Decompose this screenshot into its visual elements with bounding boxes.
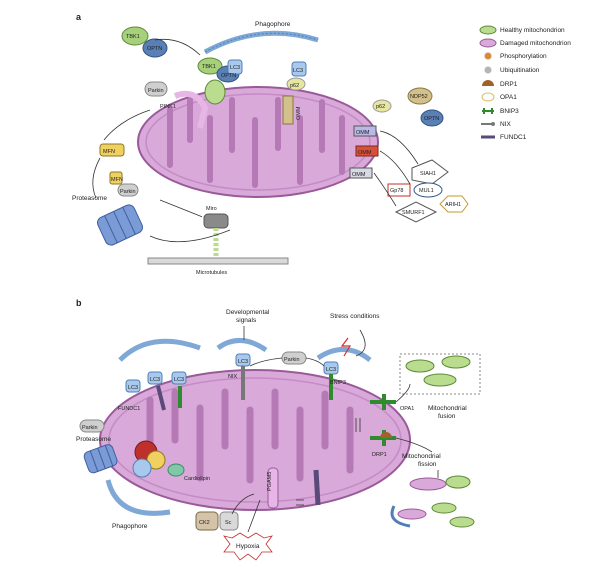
parkin-label-b1: Parkin xyxy=(284,357,300,363)
drp1-label: DRP1 xyxy=(372,452,387,458)
dev-signals-label-2: signals xyxy=(236,317,257,324)
omm-label-a3: OMM xyxy=(358,150,372,156)
phagophores-b xyxy=(105,338,372,516)
mitochondrion-b xyxy=(99,369,411,511)
right-adaptors xyxy=(372,87,444,127)
optn-label-a3: OPTN xyxy=(424,116,439,122)
lc3-label-a2: LC3 xyxy=(293,68,303,74)
parkin-label-a2: Parkin xyxy=(120,189,136,195)
legend-healthy: Healthy mitochondrion xyxy=(500,27,565,34)
cardiolipin-label: Cardiolipin xyxy=(184,476,210,482)
hypoxia-burst xyxy=(223,532,273,561)
tbk1-optn-lc3-complex xyxy=(197,57,243,83)
lc3-nix-bnip3 xyxy=(235,351,339,400)
legend-fundc1: FUNDC1 xyxy=(500,134,527,141)
optn-label-a1: OPTN xyxy=(147,46,162,52)
p62-label-a2: p62 xyxy=(376,104,385,110)
opa1-drp1 xyxy=(355,394,396,446)
omm-label-a1: OMM xyxy=(296,106,302,120)
lc3-label-a1: LC3 xyxy=(230,65,240,71)
tbk1-label-a2: TBK1 xyxy=(202,64,216,70)
lc3-p62-omm xyxy=(282,61,307,125)
hypoxia-label: Hypoxia xyxy=(236,543,260,550)
fission-label-2: fission xyxy=(418,461,437,468)
src-label: Sc xyxy=(225,520,232,526)
ck2-label: CK2 xyxy=(199,520,210,526)
bnip3-label: BNIP3 xyxy=(330,380,346,386)
opa1-label: OPA1 xyxy=(400,406,414,412)
ck2-src-pgam5 xyxy=(195,467,321,531)
tbk1-optn-free xyxy=(121,26,168,58)
pink1-label: PINK1 xyxy=(160,104,176,110)
damaged-mitochondrion-a xyxy=(137,86,379,198)
legend xyxy=(479,25,497,139)
fission-mitochondria xyxy=(390,475,475,528)
proteasome-label-b: Proteasome xyxy=(76,436,111,443)
smurf1-label: SMURF1 xyxy=(402,210,425,216)
panel-b-label: b xyxy=(76,298,82,308)
fission-label-1: Mitochondrial xyxy=(402,453,441,460)
legend-phos: Phosphorylation xyxy=(500,53,547,60)
microtubules-label: Microtubules xyxy=(196,270,227,276)
parkin-label-a1: Parkin xyxy=(148,88,164,94)
legend-bnip3: BNIP3 xyxy=(500,108,519,115)
nix-label: NIX xyxy=(228,374,238,380)
fusion-mitochondria xyxy=(399,353,481,395)
fusion-label-1: Mitochondrial xyxy=(428,405,467,412)
lc3-label-b5: LC3 xyxy=(174,377,184,383)
panel-a-label: a xyxy=(76,12,82,22)
fundc1-label: FUNDC1 xyxy=(118,406,140,412)
omm-boxes xyxy=(349,125,379,179)
phagophore-a xyxy=(203,30,319,55)
legend-ubiq: Ubiquitination xyxy=(500,67,540,74)
e3-arrows xyxy=(373,130,419,207)
phagophore-a-label: Phagophore xyxy=(255,21,291,28)
ndp52-label: NDP52 xyxy=(410,94,428,100)
arrows-a xyxy=(92,38,231,243)
parkin-label-b2: Parkin xyxy=(82,425,98,431)
stress-bolt-icon xyxy=(340,337,352,357)
proteasome-a xyxy=(97,204,143,246)
lc3-label-b4: LC3 xyxy=(150,377,160,383)
siah1-label: SIAH1 xyxy=(420,171,436,177)
miro-label: Miro xyxy=(206,206,217,212)
e3-ligases xyxy=(387,159,469,223)
dev-signals-label-1: Developmental xyxy=(226,309,270,316)
legend-drp1: DRP1 xyxy=(500,81,518,88)
phagophore-label-b: Phagophore xyxy=(112,523,148,530)
pgam5-label: PGAM5 xyxy=(267,472,273,491)
legend-labels: Healthy mitochondrion Damaged mitochondr… xyxy=(500,27,571,141)
lc3-label-b2: LC3 xyxy=(326,367,336,373)
optn-label-a2: OPTN xyxy=(221,73,236,79)
lc3-fundc1 xyxy=(125,371,187,411)
parkin-proteasome-b xyxy=(79,419,185,478)
omm-label-a4: OMM xyxy=(352,172,366,178)
proteasome-label-a: Proteasome xyxy=(72,195,107,202)
mfn-label-a2: MFN xyxy=(111,177,123,183)
lc3-label-b1: LC3 xyxy=(238,359,248,365)
mfn-parkin-left xyxy=(99,143,139,197)
legend-opa1: OPA1 xyxy=(500,94,517,101)
tbk1-label-a1: TBK1 xyxy=(126,34,140,40)
arrows-b xyxy=(231,329,439,533)
fusion-label-2: fusion xyxy=(438,413,456,420)
legend-nix: NIX xyxy=(500,121,512,128)
p62-label-a1: p62 xyxy=(290,83,299,89)
arih1-label: ARIH1 xyxy=(445,202,461,208)
lc3-label-b3: LC3 xyxy=(128,385,138,391)
parkin-pink1 xyxy=(144,79,226,129)
legend-damaged: Damaged mitochondrion xyxy=(500,40,571,47)
mfn-label-a1: MFN xyxy=(103,149,115,155)
stress-label: Stress conditions xyxy=(330,313,380,320)
miro-microtubule xyxy=(147,213,289,265)
gp78-label: Gp78 xyxy=(390,188,403,194)
omm-label-a2: OMM xyxy=(356,130,370,136)
mul1-label: MUL1 xyxy=(419,188,434,194)
